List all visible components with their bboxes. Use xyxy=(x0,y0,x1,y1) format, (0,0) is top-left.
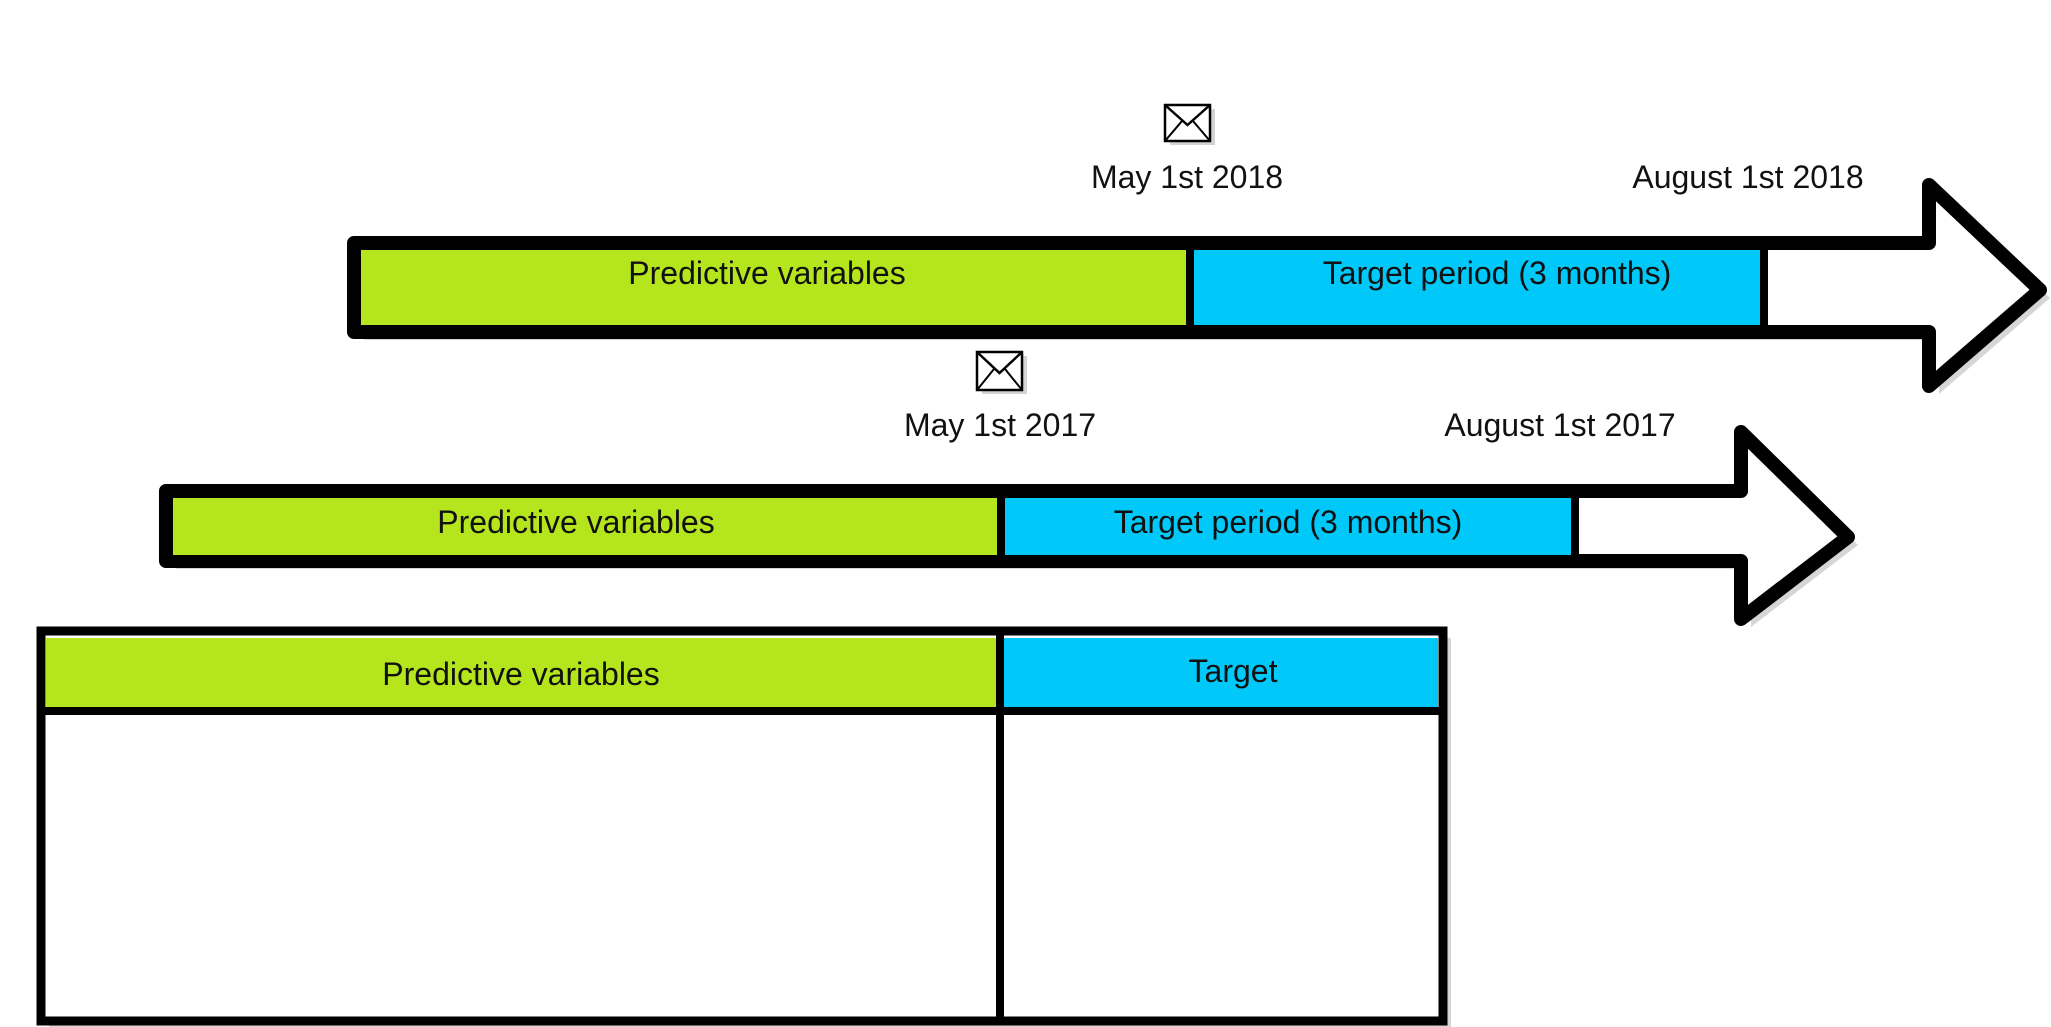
table-header-predictive: Predictive variables xyxy=(382,656,659,692)
timeline-2017-target-label: Target period (3 months) xyxy=(1114,504,1463,540)
timeline-2018-target-label: Target period (3 months) xyxy=(1323,255,1672,291)
envelope-icon xyxy=(1163,103,1215,145)
training-table: Predictive variables Target xyxy=(36,626,1451,1027)
table-header-target: Target xyxy=(1189,653,1278,689)
timeline-2017: Predictive variables Target period (3 mo… xyxy=(159,350,1858,627)
timeline-2018: Predictive variables Target period (3 mo… xyxy=(347,103,2050,394)
timeline-2017-end-date: August 1st 2017 xyxy=(1444,407,1675,443)
timeline-2017-start-date: May 1st 2017 xyxy=(904,407,1096,443)
timeline-2018-target-section xyxy=(1194,250,1760,325)
timeline-2017-predictive-section xyxy=(173,498,997,555)
timeline-2018-predictive-label: Predictive variables xyxy=(628,255,905,291)
timeline-2018-predictive-section xyxy=(361,250,1187,325)
timeline-2017-target-section xyxy=(1005,498,1571,555)
timeline-2018-end-date: August 1st 2018 xyxy=(1632,159,1863,195)
table-header-target-cell xyxy=(1004,638,1438,707)
timeline-2017-predictive-label: Predictive variables xyxy=(437,504,714,540)
timeline-2018-start-date: May 1st 2018 xyxy=(1091,159,1283,195)
table-header-predictive-cell xyxy=(46,638,996,707)
envelope-icon xyxy=(975,350,1027,394)
training-table-border xyxy=(36,626,1448,1026)
